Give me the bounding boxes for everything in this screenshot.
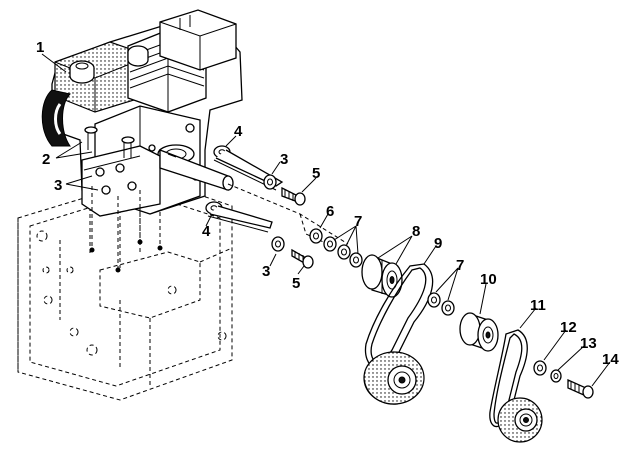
callout-5-lower: 5 xyxy=(292,275,300,292)
washer-3-upper xyxy=(263,174,277,190)
axis-guide xyxy=(227,183,349,247)
frame-outline xyxy=(17,177,233,401)
callout-6: 6 xyxy=(326,203,334,220)
callout-11: 11 xyxy=(530,297,546,314)
washer-13 xyxy=(550,369,562,383)
callout-5-upper: 5 xyxy=(312,165,320,182)
callout-2: 2 xyxy=(42,151,50,168)
washer-12 xyxy=(533,360,547,376)
callout-8: 8 xyxy=(412,223,420,240)
belt-guide-lower xyxy=(205,201,273,233)
pulley-10 xyxy=(459,312,499,352)
callout-1: 1 xyxy=(36,39,44,56)
auger-pulley-large xyxy=(363,351,425,405)
callout-4-upper: 4 xyxy=(234,123,243,140)
screw-14 xyxy=(567,378,594,399)
callout-4-lower: 4 xyxy=(202,223,211,240)
washers-7-lower xyxy=(427,292,455,316)
callout-labels: 1 2 3 3 4 3 5 4 6 7 8 3 5 9 7 10 11 12 1… xyxy=(36,39,619,368)
callout-12: 12 xyxy=(560,319,577,336)
mounting-guide-lines xyxy=(91,186,161,268)
washer-3-lower xyxy=(271,236,285,252)
screw-5-upper xyxy=(281,186,306,206)
leader-lines xyxy=(41,53,611,387)
callout-14: 14 xyxy=(602,351,619,368)
callout-3-upper: 3 xyxy=(280,151,288,168)
callout-13: 13 xyxy=(580,335,597,352)
callout-3-engine: 3 xyxy=(54,177,62,194)
callout-10: 10 xyxy=(480,271,497,288)
callout-3-lower: 3 xyxy=(262,263,270,280)
pulley-8 xyxy=(361,254,403,298)
callout-7-lower: 7 xyxy=(456,257,464,274)
traction-pulley-small xyxy=(497,397,543,443)
washers-7-upper xyxy=(323,236,363,268)
callout-7-upper: 7 xyxy=(354,213,362,230)
washer-6 xyxy=(309,228,323,244)
frame-mount-holes xyxy=(89,239,163,273)
callout-9: 9 xyxy=(434,235,442,252)
screw-5-lower xyxy=(291,248,314,269)
